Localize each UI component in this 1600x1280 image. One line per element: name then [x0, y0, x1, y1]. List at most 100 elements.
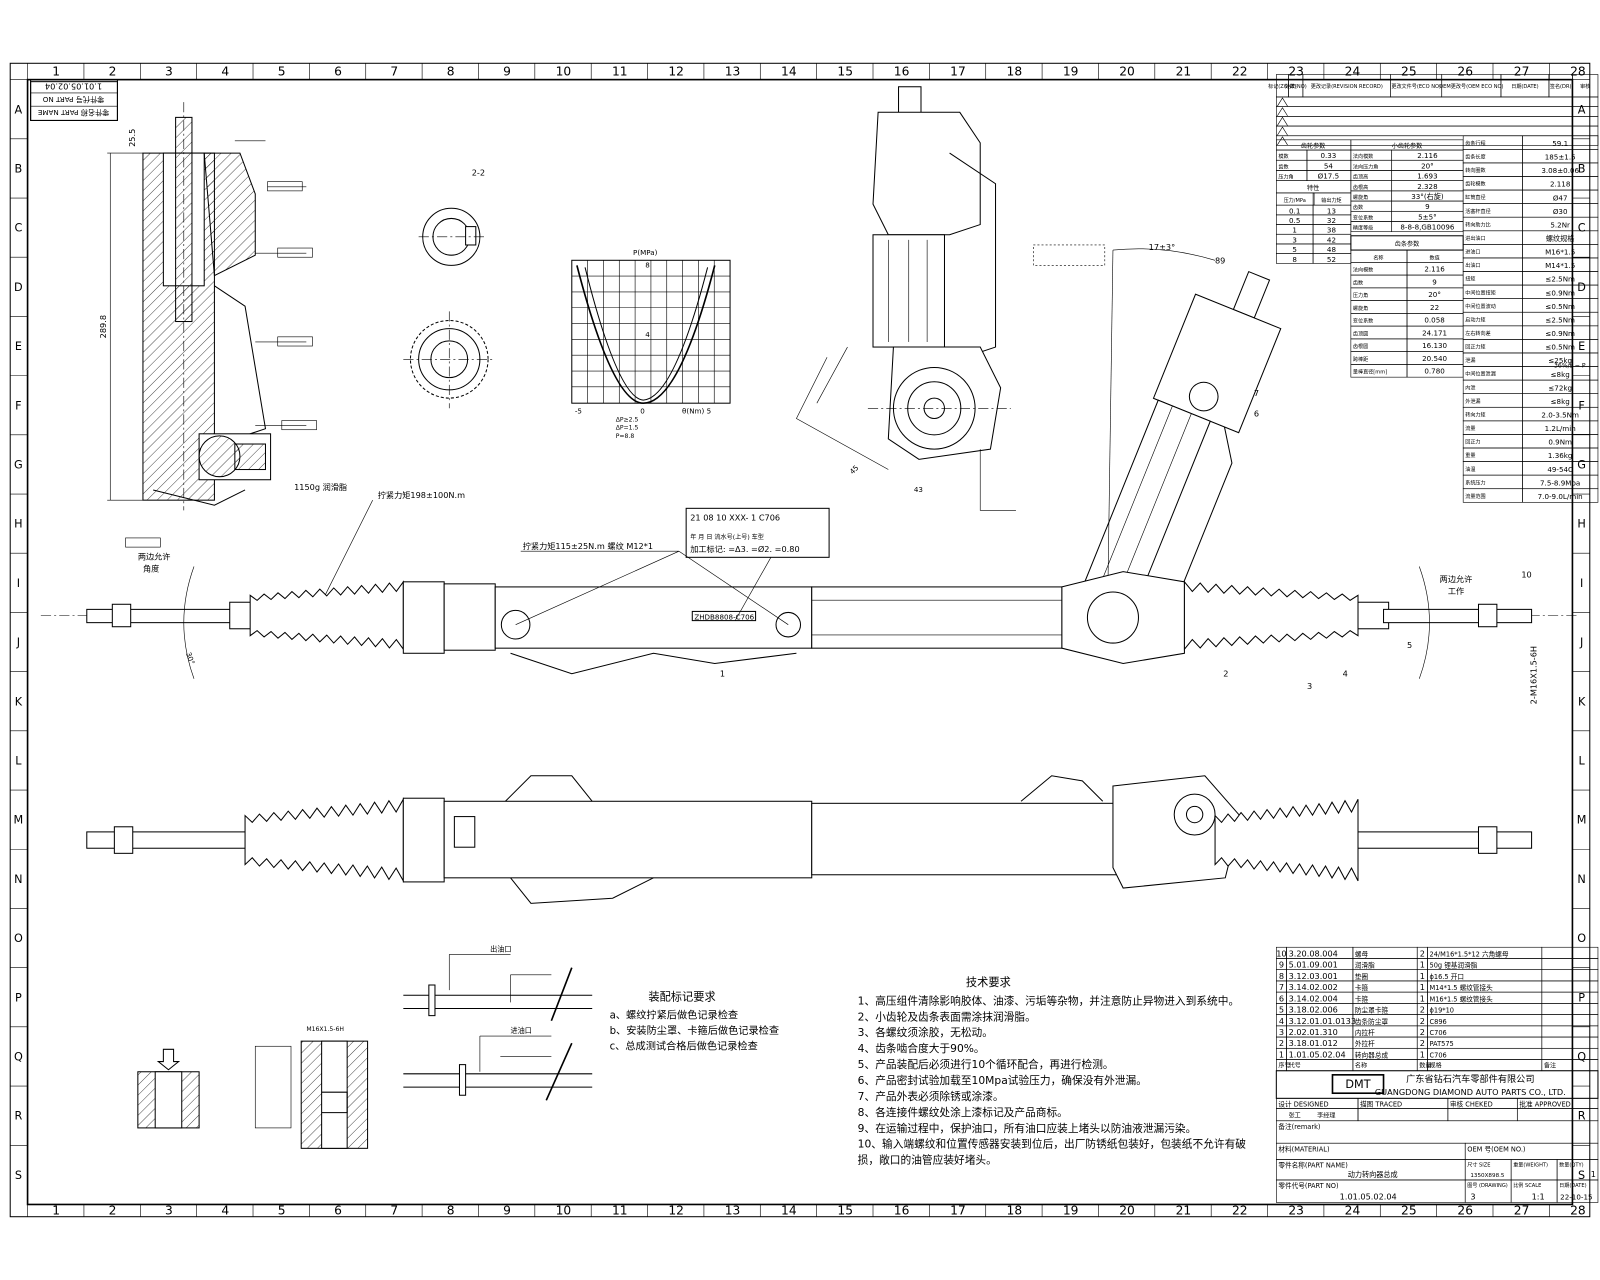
tech-req-item: 损，敞口的油管应装好堵头。	[858, 1154, 997, 1167]
parts-list-cell: 2	[1420, 948, 1425, 958]
spec-label: 压力角	[1278, 174, 1293, 181]
spec-label: 压力角	[1353, 292, 1368, 299]
callout-number: 8	[1215, 255, 1220, 265]
revision-header: 更改记录(REVISION RECORD)	[1311, 83, 1383, 90]
zone-column-label-bottom: 14	[781, 1204, 797, 1218]
zone-column-label-bottom: 13	[725, 1204, 741, 1218]
spec-label: 重量	[1465, 452, 1475, 459]
revision-triangle-icon	[1277, 107, 1288, 117]
zone-column-label-top: 17	[950, 65, 966, 79]
spec-value: 5±5°	[1418, 212, 1437, 221]
zone-row-label-left: E	[15, 340, 22, 353]
flow-label-out: 出油口	[490, 944, 511, 953]
tech-req-item: 6、产品密封试验加载至10Mpa试验压力，确保没有外泄漏。	[858, 1074, 1147, 1087]
tech-req-item: 4、齿条啮合度大于90%。	[858, 1042, 985, 1055]
zone-column-label-bottom: 12	[668, 1204, 684, 1218]
parts-list-cell: 1.01.05.02.04	[1289, 1049, 1346, 1059]
spec-label: 法向模数	[1353, 153, 1373, 160]
parts-list-cell: 2	[1420, 1016, 1425, 1026]
table-cell	[1522, 488, 1599, 503]
parts-list-cell: 垫圈	[1355, 972, 1369, 981]
parts-list-cell: ϕ16.5 开口	[1429, 973, 1463, 981]
spec-label: 转向力矩	[1465, 411, 1485, 418]
spec-label: 齿条行程	[1465, 140, 1485, 147]
spec-value: 59.1	[1552, 139, 1568, 148]
zone-column-label-bottom: 22	[1232, 1204, 1248, 1218]
parts-list-header: 代号	[1289, 1062, 1301, 1070]
grease-note: 1150g 润滑脂	[294, 482, 347, 492]
spec-value: 16.130	[1422, 341, 1447, 350]
parts-list-cell: 9	[1279, 960, 1284, 970]
zone-column-label-top: 1	[52, 65, 60, 79]
parts-list-cell: 2.02.01.310	[1289, 1027, 1338, 1037]
spec-value: 22	[1430, 303, 1439, 312]
graph-xlabel: θ(Nm)	[682, 406, 704, 415]
zone-column-label-top: 26	[1457, 65, 1473, 79]
spec-label: 活塞杆直径	[1465, 208, 1490, 215]
zone-row-label-left: H	[14, 518, 22, 531]
spec-value: 2.116	[1417, 151, 1438, 160]
qty-value: 1	[1591, 1169, 1596, 1179]
dim-25-5: 25.5	[127, 129, 137, 147]
spec-value: 20.540	[1422, 354, 1447, 363]
corner-part-box-text: 1.01.05.02.04 零件代号 PART NO 零件名称 PART NAM…	[30, 79, 118, 121]
drawing-label: 图号 (DRAWING)	[1467, 1183, 1508, 1189]
revision-header: 更改文件号(ECO NO)	[1391, 83, 1441, 90]
zone-row-label-right: C	[1578, 222, 1586, 235]
spec-label: 齿顶高	[1353, 174, 1368, 181]
parts-list-cell: C896	[1429, 1018, 1446, 1026]
zone-column-label-top: 28	[1570, 65, 1586, 79]
tables: 标记(ZONE)处数(NO)更改记录(REVISION RECORD)更改文件号…	[1268, 74, 1599, 1203]
spec-value: Ø17.5	[1318, 172, 1339, 181]
zone-row-label-left: F	[15, 399, 21, 412]
zone-row-label-left: N	[14, 873, 22, 886]
part-name-label: 零件名称(PART NAME)	[1278, 1161, 1348, 1170]
spec-value: 48	[1327, 245, 1337, 254]
zone-row-label-left: B	[15, 163, 23, 176]
zone-column-label-bottom: 5	[278, 1204, 286, 1218]
spec-value: Ø30	[1553, 207, 1568, 216]
graph-legend-2: ΔP=1.5	[616, 425, 639, 432]
parts-list-cell: 4	[1279, 1016, 1284, 1026]
spec-value: ≤2.5Nm	[1545, 315, 1575, 324]
zone-row-label-right: D	[1577, 281, 1586, 294]
drawing-value: 3	[1470, 1191, 1475, 1201]
revision-triangle-icon	[1277, 136, 1288, 146]
zone-column-label-bottom: 18	[1007, 1204, 1023, 1218]
zone-column-label-bottom: 23	[1288, 1204, 1304, 1218]
callout-number: 10	[1521, 570, 1531, 580]
angle-note-right-2: 工作	[1448, 586, 1464, 596]
zone-column-label-top: 7	[390, 65, 398, 79]
spec-label: 流量	[1465, 425, 1475, 432]
parts-list-cell: 2	[1420, 1038, 1425, 1048]
zone-column-label-bottom: 21	[1176, 1204, 1192, 1218]
parts-list-cell: 1	[1420, 1049, 1425, 1059]
spec-value: ≤0.5Nm	[1545, 343, 1575, 352]
zone-row-label-left: S	[15, 1169, 22, 1182]
zone-row-label-right: A	[1578, 103, 1586, 116]
spec-value: 38	[1327, 226, 1337, 235]
revision-header: 处数(NO)	[1285, 83, 1307, 90]
parts-list-cell: 齿条防尘罩	[1355, 1017, 1389, 1026]
parts-list-cell: 卡箍	[1355, 983, 1369, 992]
tech-req-item: 9、在运输过程中，保护油口，所有油口应装上堵头以防油液泄漏污染。	[858, 1122, 1197, 1135]
zone-row-label-right: G	[1577, 459, 1586, 472]
qty-label: 数量(QTY)	[1559, 1162, 1583, 1169]
tech-req-title: 技术要求	[966, 976, 1011, 989]
part-no-value: 1.01.05.02.04	[1340, 1191, 1397, 1201]
spec-label: 流量范围	[1465, 493, 1485, 500]
spec-left-title-2: 特性	[1307, 184, 1319, 192]
zone-row-label-right: Q	[1577, 1051, 1586, 1064]
zone-column-label-bottom: 10	[556, 1204, 572, 1218]
rack-assembly-top-view	[86, 775, 1533, 904]
spec-value: ≤0.9Nm	[1545, 329, 1575, 338]
spec-value: 1.693	[1417, 172, 1437, 181]
parts-list-cell: 1	[1279, 1049, 1284, 1059]
zone-column-label-top: 6	[334, 65, 342, 79]
zone-column-label-bottom: 27	[1514, 1204, 1530, 1218]
spec-value: ≤8kg	[1551, 370, 1570, 379]
angle-30: 30°	[184, 651, 197, 666]
parts-list-cell: 2	[1279, 1038, 1284, 1048]
spec-value: 0.1	[1289, 206, 1300, 215]
spec-value: 7.0-9.0L/min	[1538, 492, 1583, 501]
